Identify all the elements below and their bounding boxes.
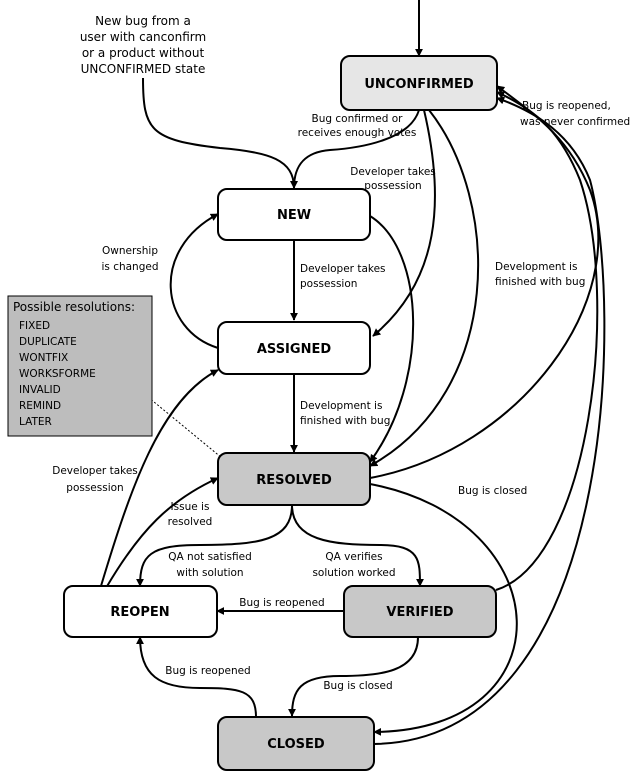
label-unconfirmed-to-resolved: Development is finished with bug <box>495 261 585 288</box>
svg-text:is changed: is changed <box>101 261 158 273</box>
state-verified-label: VERIFIED <box>386 605 453 620</box>
svg-text:Developer takes: Developer takes <box>52 465 138 477</box>
edge-reopen-resolved <box>105 477 219 589</box>
edge-reopen-assigned <box>100 369 219 587</box>
state-resolved: RESOLVED <box>217 452 371 506</box>
label-reopen-to-assigned: Developer takes possession <box>52 465 138 494</box>
svg-text:possession: possession <box>364 180 421 192</box>
edge-unconfirmed-resolved <box>369 109 479 467</box>
state-unconfirmed: UNCONFIRMED <box>340 55 498 111</box>
state-unconfirmed-label: UNCONFIRMED <box>364 77 473 92</box>
label-assigned-to-resolved: Development is finished with bug <box>300 400 390 427</box>
edge-closed-reopen <box>136 636 257 718</box>
svg-text:UNCONFIRMED state: UNCONFIRMED state <box>81 62 206 76</box>
label-unconfirmed-to-assigned: Developer takes possession <box>350 166 436 192</box>
state-assigned-label: ASSIGNED <box>257 342 331 357</box>
svg-text:Developer takes: Developer takes <box>350 166 436 178</box>
svg-text:or a product without: or a product without <box>82 46 205 60</box>
svg-text:finished with bug: finished with bug <box>495 276 585 288</box>
state-assigned: ASSIGNED <box>217 321 371 375</box>
resolution-fixed: FIXED <box>19 320 50 332</box>
edge-unconfirmed-assigned <box>372 109 436 337</box>
svg-text:receives enough votes: receives enough votes <box>298 127 417 139</box>
label-verified-to-reopen: Bug is reopened <box>239 597 324 609</box>
svg-text:Bug is closed: Bug is closed <box>323 680 392 692</box>
resolutions-note: Possible resolutions: FIXED DUPLICATE WO… <box>7 295 153 437</box>
state-new: NEW <box>217 188 371 241</box>
edge-resolved-closed <box>369 483 518 736</box>
edge-verified-closed <box>288 636 419 717</box>
svg-text:possession: possession <box>66 482 123 494</box>
svg-text:QA not satisfied: QA not satisfied <box>168 551 251 563</box>
resolution-invalid: INVALID <box>19 384 61 396</box>
svg-text:New bug from a: New bug from a <box>95 14 191 28</box>
edge-closed-unconfirmed <box>373 96 606 745</box>
resolution-worksforme: WORKSFORME <box>19 368 96 380</box>
label-confirmed: Bug confirmed or receives enough votes <box>298 113 417 139</box>
svg-text:Bug is reopened: Bug is reopened <box>239 597 324 609</box>
svg-text:resolved: resolved <box>168 516 213 528</box>
edge-resolved-verified <box>291 504 424 587</box>
state-closed: CLOSED <box>217 716 375 771</box>
label-reopened-never-confirmed: Bug is reopened, was never confirmed <box>520 100 630 128</box>
svg-text:solution worked: solution worked <box>312 567 395 579</box>
state-new-label: NEW <box>277 208 311 223</box>
edge-resolved-reopen <box>136 504 293 587</box>
svg-text:QA verifies: QA verifies <box>325 551 382 563</box>
svg-text:with solution: with solution <box>176 567 243 579</box>
resolution-remind: REMIND <box>19 400 61 412</box>
state-reopen-label: REOPEN <box>110 605 169 620</box>
state-reopen: REOPEN <box>63 585 218 638</box>
svg-text:Developer takes: Developer takes <box>300 263 386 275</box>
svg-text:Bug is reopened: Bug is reopened <box>165 665 250 677</box>
state-verified: VERIFIED <box>343 585 497 638</box>
svg-text:Development is: Development is <box>495 261 577 273</box>
edge-assigned-new <box>169 213 219 349</box>
edge-unconfirmed-new <box>290 109 420 189</box>
svg-text:was never confirmed: was never confirmed <box>520 116 630 128</box>
svg-text:Development is: Development is <box>300 400 382 412</box>
svg-text:finished with bug: finished with bug <box>300 415 390 427</box>
svg-text:Bug is reopened,: Bug is reopened, <box>522 100 611 112</box>
resolution-duplicate: DUPLICATE <box>19 336 77 348</box>
edge-new-resolved <box>369 215 415 463</box>
svg-text:user with canconfirm: user with canconfirm <box>80 30 206 44</box>
edge-entry-new <box>142 77 298 189</box>
resolutions-title: Possible resolutions: <box>13 300 135 314</box>
resolutions-connector <box>147 396 223 459</box>
label-issue-resolved: Issue is resolved <box>168 501 213 528</box>
label-verified-to-closed: Bug is closed <box>323 680 392 692</box>
label-qa-not-satisfied: QA not satisfied with solution <box>168 551 251 579</box>
state-closed-label: CLOSED <box>267 737 325 752</box>
svg-text:Ownership: Ownership <box>102 245 158 257</box>
svg-text:possession: possession <box>300 278 357 290</box>
entry-note: New bug from a user with canconfirm or a… <box>80 14 206 76</box>
label-new-to-assigned: Developer takes possession <box>300 263 386 290</box>
label-resolved-to-closed: Bug is closed <box>458 485 527 497</box>
svg-text:Bug is closed: Bug is closed <box>458 485 527 497</box>
resolution-later: LATER <box>19 416 52 428</box>
svg-text:Issue is: Issue is <box>171 501 210 513</box>
edge-verified-unconfirmed <box>495 91 599 591</box>
label-closed-to-reopen: Bug is reopened <box>165 665 250 677</box>
label-qa-verifies: QA verifies solution worked <box>312 551 395 579</box>
svg-text:Bug confirmed or: Bug confirmed or <box>312 113 404 125</box>
state-resolved-label: RESOLVED <box>256 473 332 488</box>
label-ownership-changed: Ownership is changed <box>101 245 158 273</box>
resolution-wontfix: WONTFIX <box>19 352 68 364</box>
